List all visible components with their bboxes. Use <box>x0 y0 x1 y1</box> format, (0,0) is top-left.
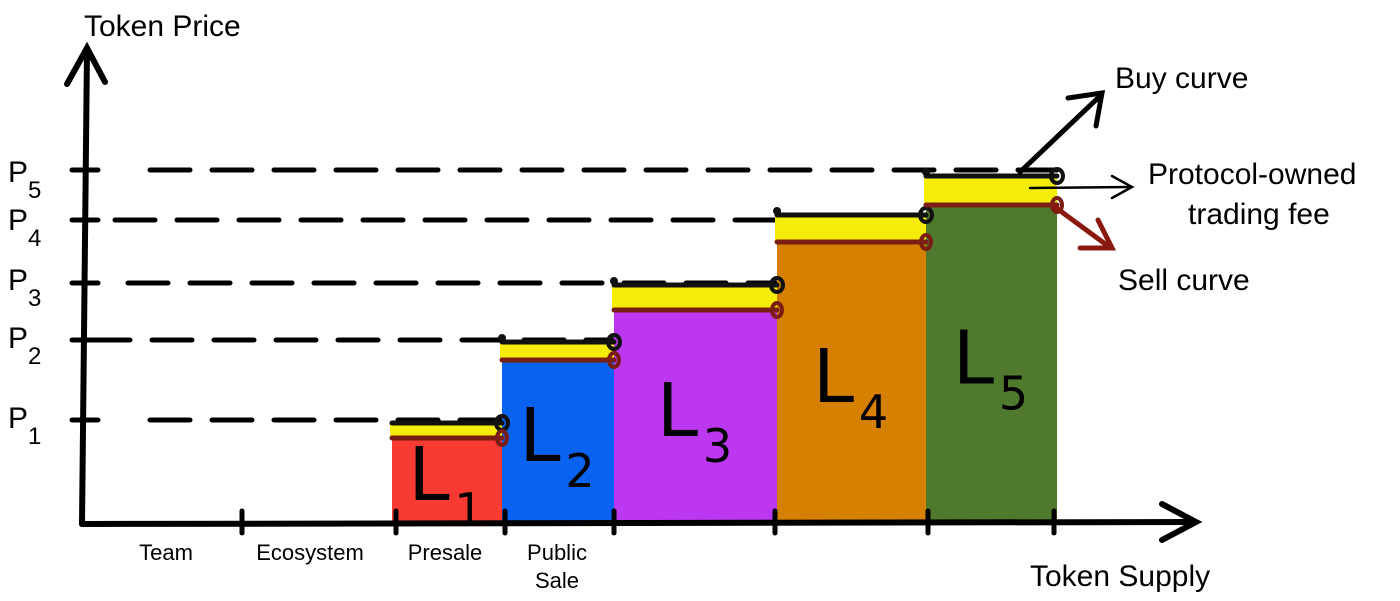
buy-arrow-icon <box>1017 90 1106 175</box>
buy-curve-start-5 <box>922 168 930 176</box>
fee-arrow-icon <box>1028 174 1135 200</box>
x-segment-label-4-line1: Public <box>527 540 587 565</box>
liquidity-block-sub-3: 3 <box>703 419 732 473</box>
x-ticks <box>239 508 1057 536</box>
price-label-sub-5: 5 <box>28 177 41 204</box>
fee-band-4 <box>775 215 926 242</box>
liquidity-block-label-5: L <box>953 316 994 402</box>
y-ticks <box>69 167 101 423</box>
x-segment-label-3: Presale <box>408 540 483 565</box>
step-curves <box>389 167 1065 447</box>
sell-curve-endpoint-4 <box>919 233 933 251</box>
liquidity-block-sub-2: 2 <box>565 444 594 498</box>
fee-band-5 <box>924 176 1057 205</box>
x-segment-label-2: Ecosystem <box>256 540 364 565</box>
liquidity-block-5 <box>926 205 1057 522</box>
price-label-sub-2: 2 <box>28 343 41 370</box>
buy-curve-start-3 <box>610 277 618 285</box>
sell-curve-endpoint-2 <box>607 351 621 369</box>
sell-curve-endpoint-3 <box>770 301 784 319</box>
liquidity-block-3 <box>614 310 777 522</box>
liquidity-block-label-1: L <box>408 432 449 518</box>
price-label-sub-1: 1 <box>28 423 41 450</box>
y-axis-title: Token Price <box>84 10 241 43</box>
buy-curve-endpoint-4 <box>918 206 934 224</box>
y-axis <box>79 47 90 527</box>
liquidity-block-label-2: L <box>519 393 560 479</box>
fee-label-line2: trading fee <box>1188 198 1330 231</box>
y-axis-arrow-icon <box>64 41 108 87</box>
fee-label-line1: Protocol-owned <box>1148 158 1356 191</box>
buy-curve-endpoint-2 <box>606 333 622 351</box>
x-axis-arrow-icon <box>1159 501 1203 543</box>
price-label-2: P <box>8 322 28 355</box>
x-axis-title: Token Supply <box>1030 560 1210 593</box>
buy-curve-endpoint-3 <box>769 276 785 294</box>
buy-curve-start-2 <box>498 334 506 342</box>
liquidity-block-sub-4: 4 <box>859 385 888 439</box>
liquidity-block-1 <box>392 438 502 522</box>
fee-band-1 <box>390 423 502 438</box>
liquidity-block-2 <box>502 360 614 522</box>
liquidity-block-4 <box>777 242 926 522</box>
fee-band-3 <box>612 285 777 310</box>
axes <box>64 41 1203 543</box>
sell-curve-endpoint-1 <box>495 429 509 447</box>
x-segment-label-4-line2: Sale <box>535 568 579 593</box>
price-label-3: P <box>8 264 28 297</box>
sell-curve-endpoint-5 <box>1050 196 1064 214</box>
liquidity-block-sub-5: 5 <box>999 367 1028 421</box>
sell-curve-label: Sell curve <box>1118 264 1250 297</box>
liquidity-block-label-3: L <box>657 368 698 454</box>
price-label-5: P <box>8 156 28 189</box>
x-segment-label-1: Team <box>139 540 193 565</box>
price-label-1: P <box>8 402 28 435</box>
annotations: Buy curve Protocol-owned trading fee Sel… <box>1017 62 1356 297</box>
buy-curve-endpoint-5 <box>1049 167 1065 185</box>
x-axis <box>79 519 1193 527</box>
sell-arrow-icon <box>1052 204 1117 251</box>
price-label-sub-4: 4 <box>28 225 41 252</box>
liquidity-block-label-4: L <box>813 334 854 420</box>
price-label-4: P <box>8 204 28 237</box>
buy-curve-start-4 <box>773 207 781 215</box>
price-label-sub-3: 3 <box>28 285 41 312</box>
buy-curve-label: Buy curve <box>1115 62 1248 95</box>
liquidity-block-sub-1: 1 <box>454 483 483 537</box>
fee-band-2 <box>500 342 614 360</box>
